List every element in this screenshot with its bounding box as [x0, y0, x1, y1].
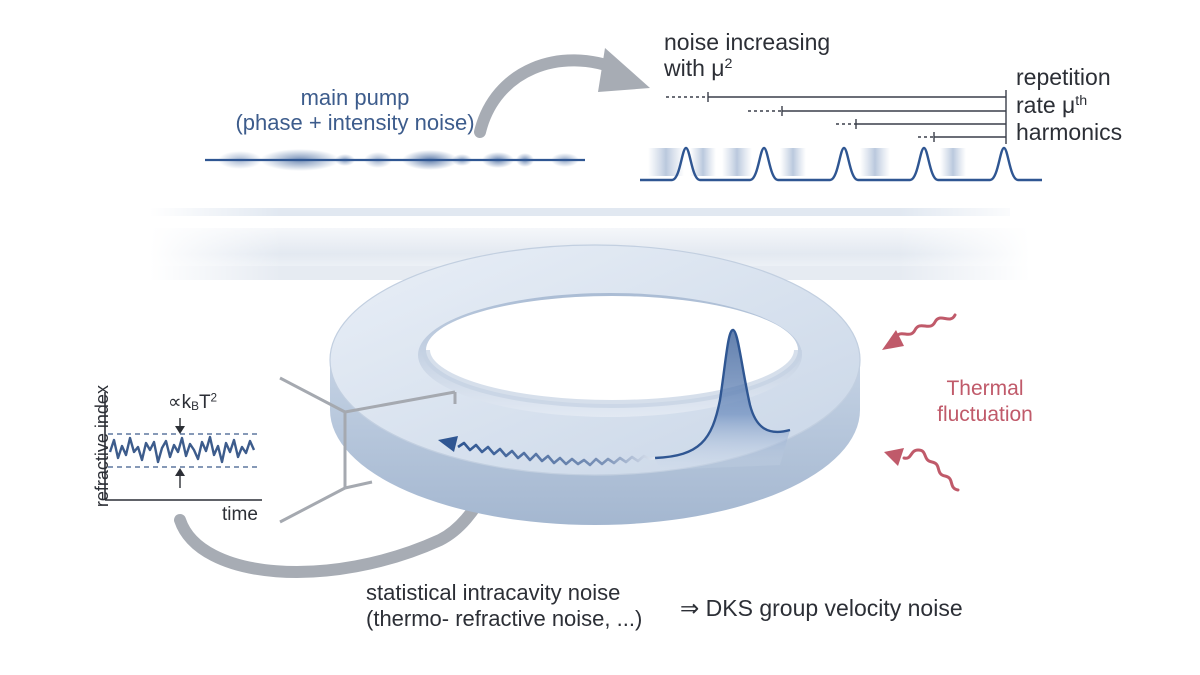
noise-increasing-line1: noise increasing [664, 29, 831, 55]
time-axis-label: time [222, 504, 258, 525]
main-pump-label-line1: main pump [300, 85, 410, 110]
noise-bars [666, 90, 1007, 144]
harmonics-comb [640, 146, 1042, 182]
repetition-line2: rate μth [1016, 91, 1088, 118]
kbt-label: ∝kBT2 [168, 391, 218, 413]
refractive-index-axis-label: refractive index [91, 385, 112, 508]
top-curved-arrow [474, 48, 650, 138]
intracavity-noise-label: statistical intracavity noise (thermo- r… [366, 580, 642, 633]
noise-increasing-line2: with μ2 [664, 54, 733, 81]
dks-noise-label: ⇒ DKS group velocity noise [680, 595, 963, 621]
thermal-line2: fluctuation [937, 403, 1033, 427]
main-pump-label-line2: (phase + intensity noise) [235, 109, 475, 135]
intracavity-line2: (thermo- refractive noise, ...) [366, 606, 643, 632]
ring-resonator [329, 244, 861, 525]
thermal-fluctuation-label: Thermal fluctuation [930, 376, 1040, 429]
refractive-index-inset [104, 392, 262, 501]
soliton-pulse [438, 328, 791, 470]
main-pump-beam [205, 149, 585, 171]
repetition-rate-label: repetition rate μth harmonics [1016, 64, 1122, 147]
noise-increasing-label: noise increasing with μ2 [664, 29, 831, 82]
thermal-line1: Thermal [946, 377, 1024, 400]
inset-connector-lines [279, 376, 457, 524]
repetition-line3: harmonics [1016, 119, 1123, 146]
repetition-line1: repetition [1016, 64, 1111, 90]
intracavity-line1: statistical intracavity noise [366, 580, 621, 605]
thermal-wave-arrows [882, 313, 960, 492]
main-pump-label: main pump (phase + intensity noise) [205, 85, 505, 135]
